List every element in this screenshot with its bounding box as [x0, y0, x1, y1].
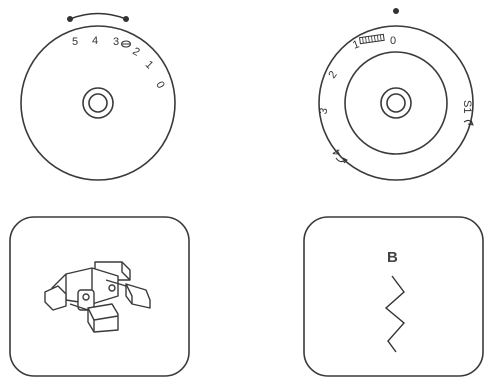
stretch-label-s1: S1 — [461, 100, 473, 113]
dial-outer-ring — [20, 25, 176, 181]
length-number-4: 4 — [331, 147, 344, 158]
dial-center-inner — [88, 93, 108, 113]
reverse-arrow-icon — [335, 157, 348, 164]
stitch-letter: B — [387, 249, 398, 266]
card-frame — [303, 216, 484, 377]
width-number-2: 2 — [130, 45, 141, 58]
indicator-dot-icon — [393, 8, 399, 14]
buttonhole-symbol-icon — [120, 40, 132, 48]
stitch-length-dial[interactable]: 0 1 2 3 4 S1 — [318, 8, 474, 181]
length-number-2: 2 — [326, 69, 339, 81]
dial-center-outer — [380, 87, 412, 119]
width-number-5: 5 — [72, 36, 78, 48]
fine-adjust-bar-icon — [358, 33, 385, 45]
dial-middle-ring — [344, 51, 448, 155]
dial-outer-ring — [318, 25, 474, 181]
zigzag-presser-foot-icon — [44, 261, 151, 333]
stitch-width-dial[interactable]: 5 4 3 2 1 0 — [20, 12, 176, 181]
length-number-0: 0 — [390, 35, 396, 47]
width-number-3: 3 — [113, 36, 119, 48]
dial-center-outer — [82, 87, 114, 119]
width-number-0: 0 — [153, 79, 166, 90]
width-number-4: 4 — [92, 35, 98, 47]
width-number-1: 1 — [143, 59, 156, 72]
dial-center-inner — [386, 93, 406, 113]
stitch-pattern-card: B — [303, 216, 484, 377]
range-bracket-icon — [67, 12, 129, 22]
presser-foot-card — [9, 216, 190, 377]
reverse-arrow-icon — [463, 119, 474, 126]
length-number-3: 3 — [318, 107, 331, 115]
length-number-1: 1 — [351, 38, 361, 51]
zigzag-stitch-icon — [384, 275, 406, 353]
